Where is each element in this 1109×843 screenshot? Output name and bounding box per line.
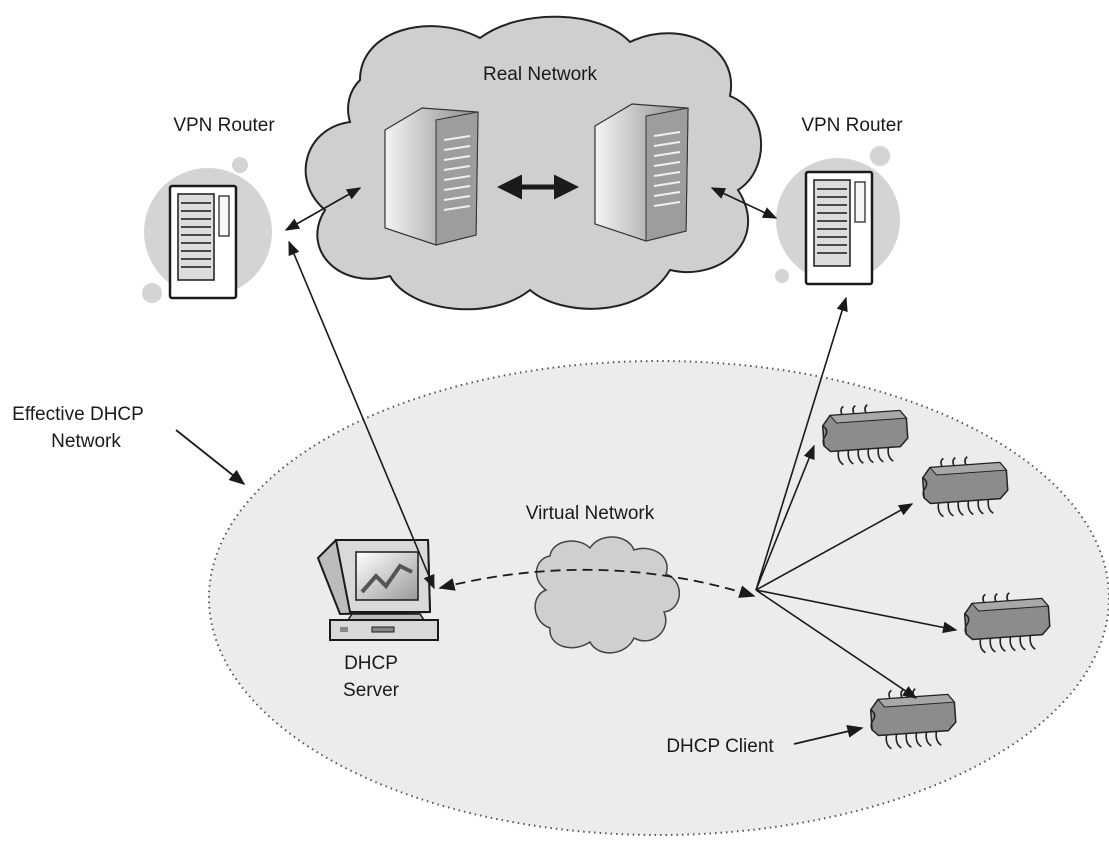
dhcp-client-pointer bbox=[793, 725, 864, 745]
link-hub-to-chip-1 bbox=[755, 444, 815, 591]
link-server-to-router-right bbox=[710, 187, 778, 219]
real-network-cloud bbox=[304, 15, 762, 311]
vpn-router-left-icon bbox=[142, 157, 272, 303]
virtual-network-cloud bbox=[534, 536, 681, 654]
real-network-label: Real Network bbox=[483, 64, 598, 85]
vpn-router-left-label: VPN Router bbox=[173, 115, 275, 136]
link-router-left-to-dhcp-server bbox=[288, 240, 435, 590]
dhcp-client-label: DHCP Client bbox=[666, 736, 774, 757]
effective-network-pointer bbox=[175, 429, 246, 486]
virtual-link-dashed bbox=[438, 568, 756, 598]
link-hub-to-chip-3 bbox=[755, 589, 958, 634]
link-router-left-to-server bbox=[284, 187, 362, 231]
link-hub-to-router-right bbox=[755, 296, 848, 591]
link-hub-to-chip-2 bbox=[755, 503, 914, 591]
virtual-network-label: Virtual Network bbox=[526, 503, 655, 524]
real-network-server-left-icon bbox=[384, 107, 479, 246]
effective-dhcp-network-label-line2: Network bbox=[51, 431, 121, 452]
link-hub-to-chip-4 bbox=[755, 589, 918, 699]
dhcp-server-label-line2: Server bbox=[343, 680, 400, 701]
vpn-router-right-icon bbox=[775, 146, 900, 286]
effective-dhcp-network-label-line1: Effective DHCP bbox=[12, 404, 144, 425]
real-network-server-right-icon bbox=[594, 103, 689, 242]
vpn-router-right-label: VPN Router bbox=[801, 115, 903, 136]
dhcp-server-label-line1: DHCP bbox=[344, 653, 398, 674]
